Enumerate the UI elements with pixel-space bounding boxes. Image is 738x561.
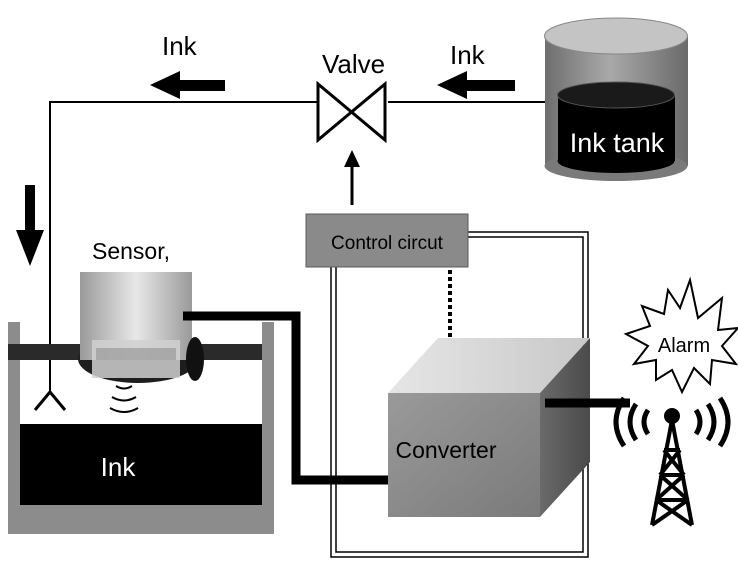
sensor-device [78, 272, 204, 383]
alarm-label: Alarm [658, 335, 710, 357]
ink-pipe-left [49, 101, 318, 392]
valve-icon [316, 80, 387, 144]
converter-label: Converter [396, 437, 497, 463]
control-circuit-label: Control circut [331, 233, 444, 254]
flow-arrow-down-icon [16, 185, 44, 266]
ink-flow-label-left: Ink [162, 31, 198, 61]
radio-wave-icon [613, 396, 731, 448]
ink-tank-label: Ink tank [570, 128, 665, 158]
ink-container [8, 322, 274, 534]
sensor-label: Sensor, [92, 238, 170, 264]
ink-tank [544, 17, 688, 181]
flow-arrow-right-icon [437, 71, 515, 99]
ultrasonic-wave-icon [109, 385, 139, 413]
antenna-tower-icon [650, 408, 694, 527]
sensor-cable [183, 311, 388, 485]
control-arrow-up-icon [344, 150, 360, 205]
control-circuit-box [305, 213, 469, 268]
nozzle [33, 391, 67, 411]
valve-label: Valve [322, 49, 385, 79]
flow-arrow-left-icon [150, 71, 225, 99]
converter-box [388, 338, 590, 517]
ink-bath-label: Ink [101, 452, 137, 482]
ink-flow-label-right: Ink [450, 40, 486, 70]
alarm-burst-icon [623, 276, 738, 395]
